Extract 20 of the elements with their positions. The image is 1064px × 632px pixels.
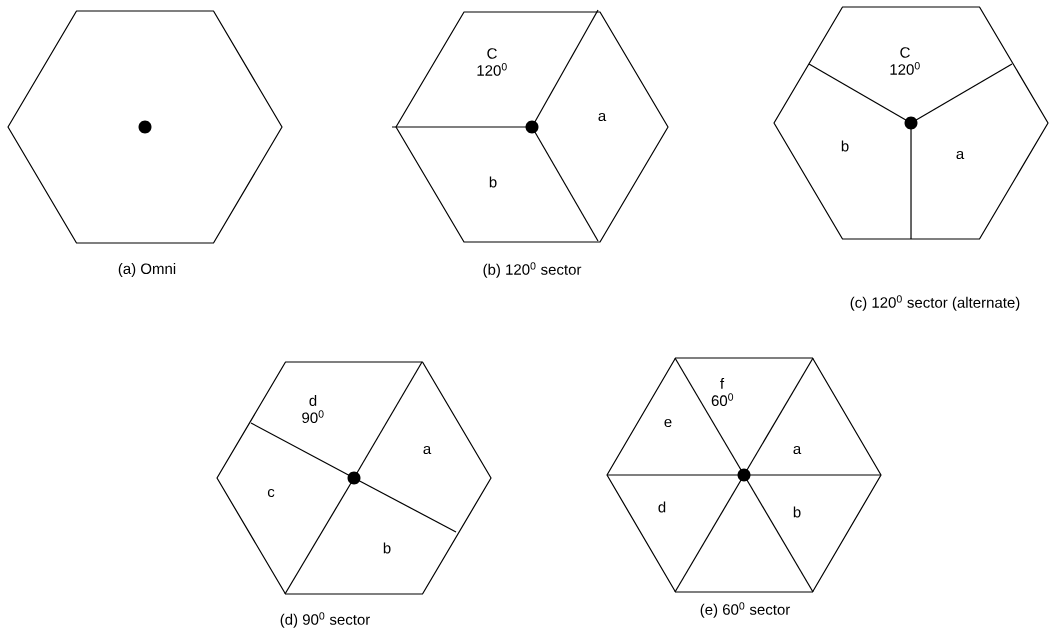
sector-label: e [664, 418, 672, 428]
sector-label: b [793, 506, 801, 518]
sector-label: a [793, 445, 802, 455]
sector-label: b [841, 140, 849, 152]
panel-label: (d) 90$^{0}$ sector [280, 612, 370, 628]
panel-label: (b) 120$^{0}$ sector [483, 262, 582, 278]
sector-label: a [423, 445, 432, 455]
sector-label: f 60$^{0}$ [711, 378, 734, 406]
sector-label: a [598, 112, 607, 122]
panel-label: (a) Omni [118, 263, 176, 277]
sector-label: b [489, 176, 497, 188]
sector-label: c [267, 488, 275, 498]
sector-label: b [383, 542, 391, 554]
panel-label: (c) 120$^{0}$ sector (alternate) [850, 295, 1020, 311]
sector-label: a [956, 150, 965, 160]
sector-label: d [658, 501, 666, 513]
panel-label: (e) 60$^{0}$ sector [700, 602, 790, 618]
sector-label: C 120$^{0}$ [890, 47, 920, 75]
sector-label: d 90$^{0}$ [302, 395, 324, 423]
sector-label: C 120$^{0}$ [477, 48, 507, 76]
